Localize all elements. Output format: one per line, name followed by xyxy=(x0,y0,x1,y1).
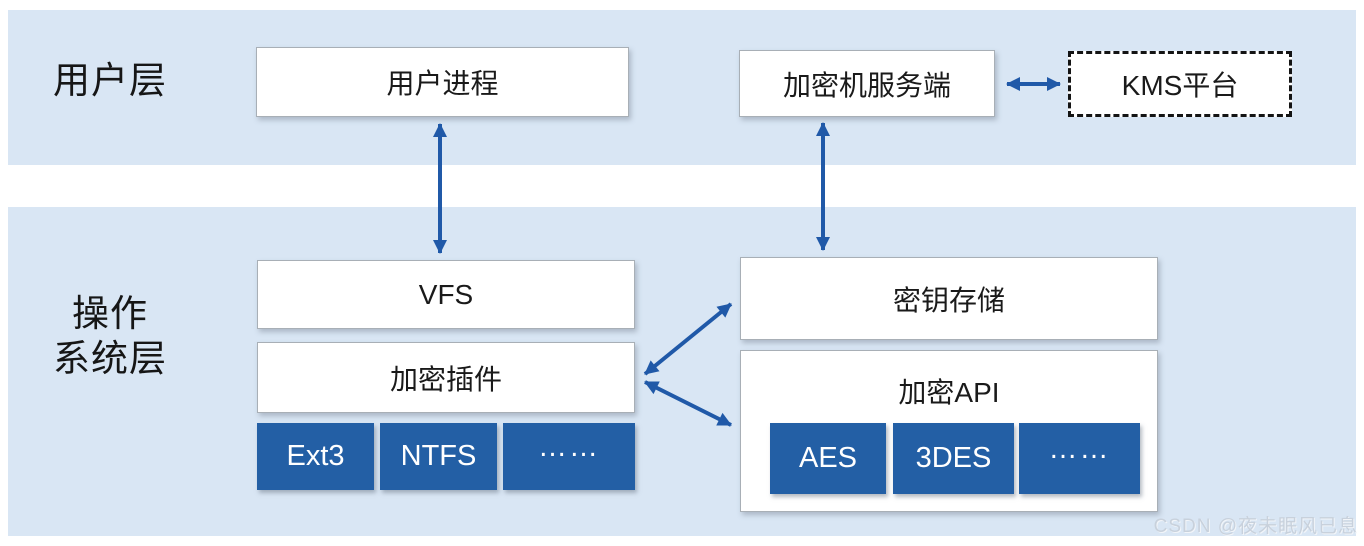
node-algo-ellipsis: …… xyxy=(1019,423,1140,494)
node-3des-label: 3DES xyxy=(915,442,992,474)
node-key-storage: 密钥存储 xyxy=(740,257,1158,340)
node-key-storage-label: 密钥存储 xyxy=(892,284,1005,316)
user-layer-label: 用户层 xyxy=(53,60,167,101)
node-hsm-server: 加密机服务端 xyxy=(739,50,995,117)
node-fs-ellipsis-label: …… xyxy=(538,431,600,463)
node-crypto-api-label: 加密API xyxy=(898,377,1000,408)
node-aes-label: AES xyxy=(798,442,858,474)
node-user-process-label: 用户进程 xyxy=(386,68,499,99)
node-algo-ellipsis-label: …… xyxy=(1048,433,1111,465)
node-kms-platform: KMS平台 xyxy=(1068,51,1292,117)
node-3des: 3DES xyxy=(893,423,1014,494)
watermark: CSDN @夜未眠风已息 xyxy=(1153,516,1358,537)
node-vfs-label: VFS xyxy=(418,278,474,310)
node-ntfs-label: NTFS xyxy=(400,440,477,472)
os-layer-label: 操作 系统层 xyxy=(34,291,186,381)
node-hsm-server-label: 加密机服务端 xyxy=(782,69,951,101)
node-ext3: Ext3 xyxy=(257,423,374,490)
node-ext3-label: Ext3 xyxy=(286,440,345,472)
os-layer-label-line2: 系统层 xyxy=(53,338,167,379)
node-user-process: 用户进程 xyxy=(256,47,629,117)
node-crypto-plugin: 加密插件 xyxy=(257,342,635,413)
node-ntfs: NTFS xyxy=(380,423,497,490)
node-fs-ellipsis: …… xyxy=(503,423,635,490)
node-crypto-plugin-label: 加密插件 xyxy=(389,363,502,395)
node-vfs: VFS xyxy=(257,260,635,329)
os-layer-label-line1: 操作 xyxy=(72,293,148,334)
node-kms-platform-label: KMS平台 xyxy=(1121,70,1239,101)
node-aes: AES xyxy=(770,423,886,494)
